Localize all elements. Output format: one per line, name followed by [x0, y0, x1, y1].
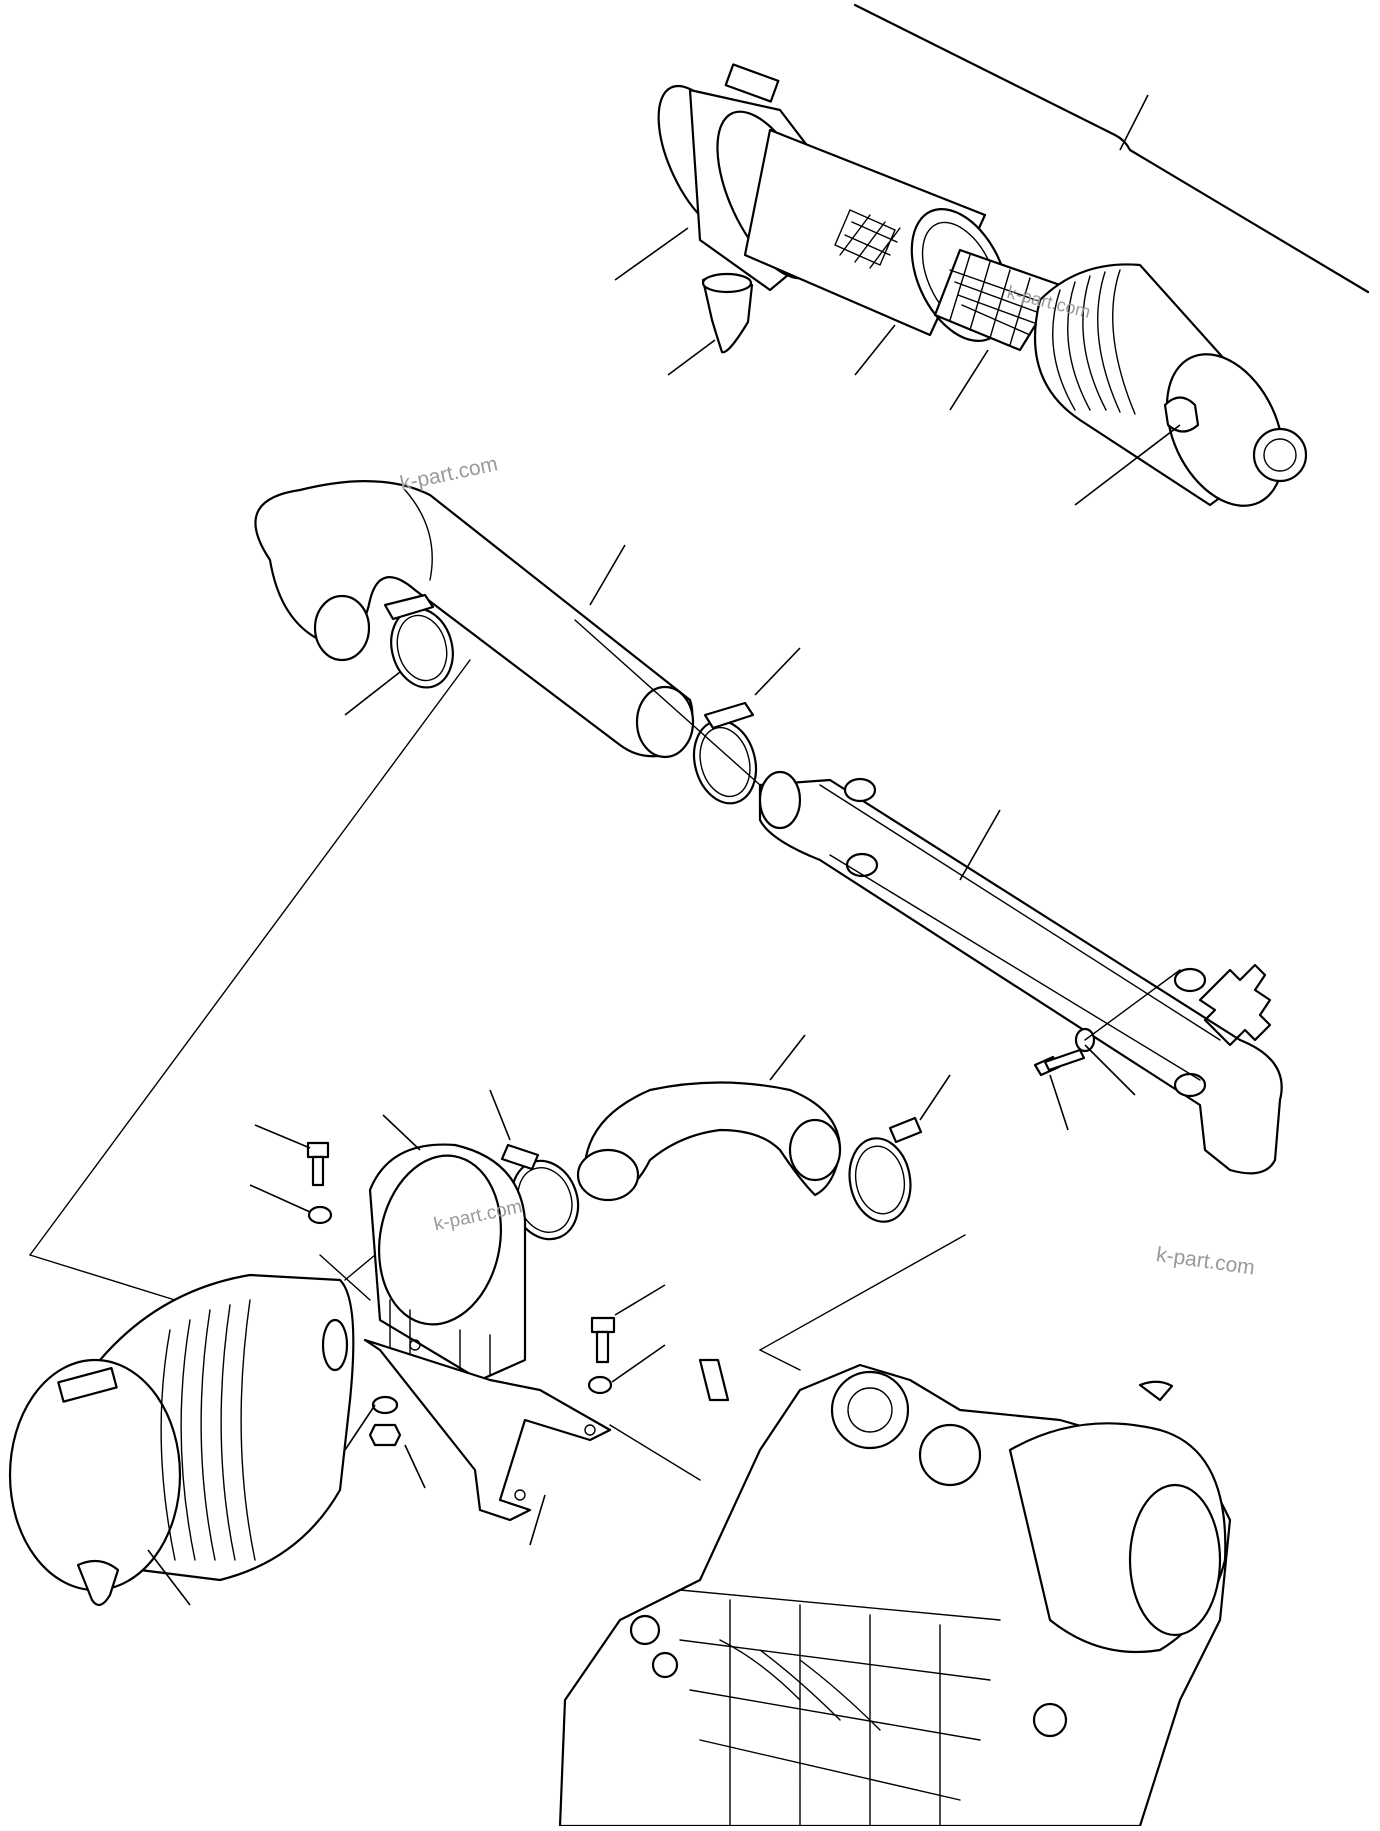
hose-clamp-elbow-left: [500, 1143, 580, 1241]
leader-lines: [147, 227, 1181, 1606]
wrench-icon: [1198, 963, 1272, 1047]
air-cleaner-exploded: [657, 63, 1308, 507]
bottom-nut: [368, 1423, 402, 1447]
hose-clamp-upper-right: [692, 701, 758, 805]
bracket-plate: [363, 1338, 612, 1522]
bracket-bolt-right: [590, 1316, 616, 1364]
engine-assembly: [558, 1358, 1232, 1828]
bracket-bolt-left: [306, 1141, 330, 1187]
air-cleaner-assembly: [8, 1273, 355, 1607]
air-cleaner-cap: [1033, 263, 1308, 507]
dust-valve: [701, 272, 754, 354]
reference-lines: [29, 619, 1181, 1481]
elbow-hose: [576, 1081, 842, 1202]
intake-pipe: [758, 770, 1283, 1175]
assembly-boundary-line: [853, 3, 1370, 294]
inner-filter-element: [933, 248, 1062, 352]
support-band: [368, 1143, 527, 1382]
hose-clamp-upper-left: [383, 593, 454, 689]
bottom-washer: [371, 1395, 399, 1415]
pipe-bolt: [1033, 1048, 1086, 1077]
upper-intake-hose: [254, 480, 695, 759]
bracket-washer-left: [307, 1205, 333, 1225]
hose-clamp-elbow-right: [848, 1116, 923, 1223]
bracket-washer-right: [587, 1375, 613, 1395]
